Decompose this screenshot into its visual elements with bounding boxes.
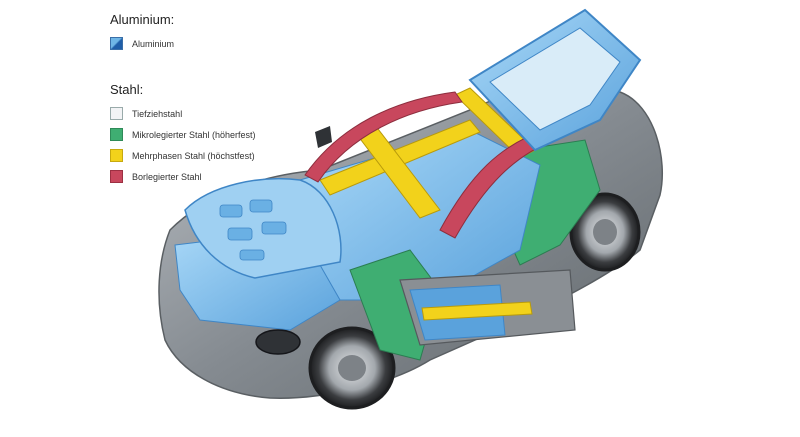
side-mirror (315, 126, 332, 148)
tiefziehstahl-swatch (110, 107, 123, 120)
legend-item-label: Mehrphasen Stahl (höchstfest) (132, 150, 255, 161)
legend-steel-title: Stahl: (110, 82, 144, 97)
legend-item-label: Borlegierter Stahl (132, 171, 202, 182)
legend-item-label: Mikrolegierter Stahl (höherfest) (132, 129, 256, 140)
legend-item-mehrphasen-stahl: Mehrphasen Stahl (höchstfest) (110, 145, 256, 166)
mikrolegierter-stahl-swatch (110, 128, 123, 141)
legend-item-mikrolegierter-stahl: Mikrolegierter Stahl (höherfest) (110, 124, 256, 145)
mehrphasen-stahl-swatch (110, 149, 123, 162)
legend-item-tiefziehstahl: Tiefziehstahl (110, 103, 256, 124)
aluminium-swatch (110, 37, 123, 50)
door-impact-beam-yellow (421, 301, 533, 321)
legend-item-aluminium: Aluminium (110, 33, 256, 54)
rear-wheel (569, 192, 641, 272)
legend-item-label: Tiefziehstahl (132, 108, 183, 119)
borlegierter-stahl-swatch (110, 170, 123, 183)
legend-aluminium-title: Aluminium: (110, 12, 175, 27)
rear-hatch-window-opening (489, 27, 621, 131)
legend-item-borlegierter-stahl: Borlegierter Stahl (110, 166, 256, 187)
legend-aluminium-group: Aluminium: Aluminium (110, 12, 256, 54)
front-headlight (255, 329, 301, 355)
hood-inner-ribs (219, 199, 287, 261)
legend-item-label: Aluminium (132, 38, 175, 49)
front-wheel (308, 326, 396, 410)
legend: Aluminium: Aluminium Stahl: Tiefziehstah… (110, 12, 256, 215)
roof-rail-left-red (304, 91, 463, 183)
legend-steel-group: Stahl: Tiefziehstahl Mikrolegierter Stah… (110, 82, 256, 187)
